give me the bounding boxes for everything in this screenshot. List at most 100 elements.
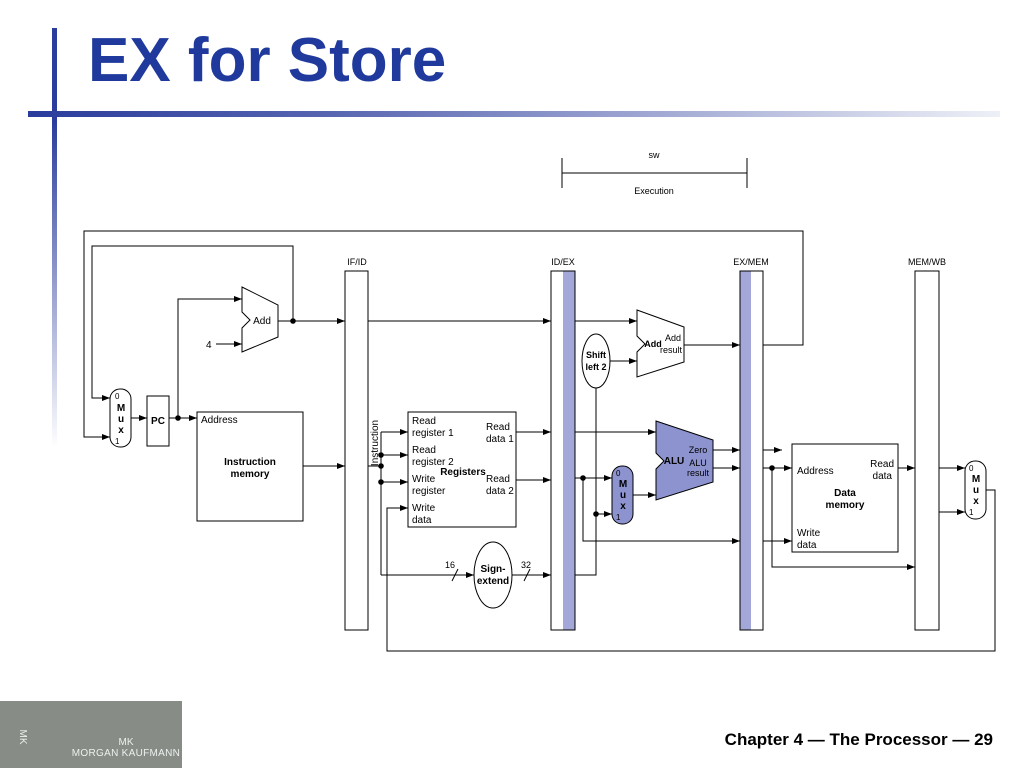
data-memory: Address Read data Data memory Write data [791, 443, 899, 553]
wire-immediate-to-shift [575, 388, 597, 576]
junction-dot [378, 479, 384, 485]
instruction-bus-label: Instruction [370, 420, 381, 466]
pc-mux-input-0-label: 0 [115, 392, 120, 401]
id-ex-label: ID/EX [551, 257, 575, 267]
publisher-logo: MK MK MORGAN KAUFMANN [0, 701, 182, 768]
data-memory-title-line1: Data [834, 488, 856, 499]
mem-wb-register [914, 270, 940, 631]
read-data-2-label-line2: data 2 [486, 486, 514, 497]
write-register-label-line2: register [412, 486, 446, 497]
wire-writeback-loop [386, 489, 996, 652]
junction-dot [769, 465, 775, 471]
pc-adder-body [241, 286, 279, 353]
data-memory-read-data-line1: Read [870, 459, 894, 470]
sign-extend-body [473, 541, 513, 609]
read-data-2-label-line1: Read [486, 474, 510, 485]
writeback-mux-input-0-label: 0 [969, 464, 974, 473]
shift-left-2-line2: left 2 [585, 362, 606, 372]
alu-result-label-line1: ALU [689, 458, 707, 468]
bracket-instruction-label: sw [649, 150, 661, 160]
branch-adder-body [636, 309, 685, 378]
pc-mux-letter-m: M [117, 403, 125, 414]
id-ex-shade [563, 271, 575, 630]
logo-publisher-name: MORGAN KAUFMANN [72, 748, 180, 759]
instruction-memory-title-line2: memory [231, 469, 270, 480]
alu-body [655, 420, 714, 501]
junction-dot [378, 463, 384, 469]
pc-mux-input-1-label: 1 [115, 437, 120, 446]
sign-extend-input-width: 16 [445, 560, 455, 570]
mem-wb-label: MEM/WB [908, 257, 946, 267]
alu-title: ALU [664, 456, 685, 467]
if-id-label: IF/ID [347, 257, 367, 267]
wire-alu-result-to-mem-wb [771, 468, 915, 570]
pc-register: PC [146, 395, 170, 447]
ex-mem-label: EX/MEM [733, 257, 769, 267]
logo-mark: MK [119, 737, 134, 748]
pc-box [146, 395, 170, 447]
sign-extend-title-line1: Sign- [481, 564, 506, 575]
register-file-title: Registers [440, 467, 486, 478]
alu-source-mux-input-0-label: 0 [616, 469, 621, 478]
logo-background [0, 701, 182, 768]
alu-source-mux-letter-x: x [620, 501, 626, 512]
writeback-mux: 0 M u x 1 [964, 460, 987, 520]
register-file-box [407, 411, 517, 528]
alu-source-mux-letter-m: M [619, 479, 627, 490]
shift-left-2-body [581, 333, 611, 389]
branch-adder-output-line1: Add [665, 333, 681, 343]
branch-adder: Add Add result [636, 309, 685, 378]
title-horizontal-rule [28, 111, 1000, 117]
slide-title: EX for Store [88, 26, 447, 95]
bus-width-slash-16 [451, 568, 459, 582]
writeback-mux-input-1-label: 1 [969, 508, 974, 517]
writeback-mux-letter-u: u [973, 485, 979, 496]
register-file: Read register 1 Read register 2 Write re… [407, 411, 517, 528]
alu-source-mux-input-1-label: 1 [616, 513, 621, 522]
writeback-mux-letter-m: M [972, 474, 980, 485]
junction-dot [175, 415, 181, 421]
alu: ALU Zero ALU result [655, 420, 714, 501]
pc-mux-letter-u: u [118, 414, 124, 425]
instruction-memory: Address Instruction memory [196, 411, 304, 522]
junction-dot [580, 475, 586, 481]
constant-four-label: 4 [206, 340, 212, 351]
pc-mux-letter-x: x [118, 425, 124, 436]
junction-dot [290, 318, 296, 324]
writeback-mux-body [964, 460, 987, 520]
read-register-2-label-line1: Read [412, 445, 436, 456]
data-memory-write-data-line2: data [797, 540, 817, 551]
slide-footer: Chapter 4 — The Processor — 29 [724, 730, 993, 749]
bus-width-slash-32 [523, 568, 531, 582]
wire-pc-to-adder [177, 296, 242, 418]
title-vertical-rule [52, 28, 57, 448]
shift-left-2-line1: Shift [586, 350, 606, 360]
bracket-stage-label: Execution [634, 186, 674, 196]
shift-left-2-unit: Shift left 2 [581, 333, 611, 389]
instruction-memory-title-line1: Instruction [224, 457, 276, 468]
instruction-memory-address-label: Address [201, 415, 238, 426]
read-register-1-label-line2: register 1 [412, 428, 454, 439]
data-memory-address-label: Address [797, 466, 834, 477]
data-memory-write-data-line1: Write [797, 528, 821, 539]
id-ex-register [550, 270, 576, 631]
data-memory-title-line2: memory [826, 500, 865, 511]
branch-adder-title: Add [644, 339, 662, 349]
alu-source-mux: 0 M u x 1 [611, 465, 634, 525]
read-data-1-label-line2: data 1 [486, 434, 514, 445]
wire-read-data-2-to-ex-mem [582, 478, 740, 544]
alu-zero-label: Zero [689, 445, 708, 455]
sign-extend-title-line2: extend [477, 576, 509, 587]
read-register-2-label-line2: register 2 [412, 457, 454, 468]
data-memory-read-data-line2: data [873, 471, 893, 482]
pc-adder-label: Add [253, 316, 271, 327]
pc-adder: Add [241, 286, 279, 353]
data-memory-box [791, 443, 899, 553]
alu-result-label-line2: result [687, 468, 710, 478]
alu-source-mux-letter-u: u [620, 490, 626, 501]
write-data-label-line1: Write [412, 503, 436, 514]
wire-branch-target-loop [83, 230, 804, 440]
write-data-label-line2: data [412, 515, 432, 526]
